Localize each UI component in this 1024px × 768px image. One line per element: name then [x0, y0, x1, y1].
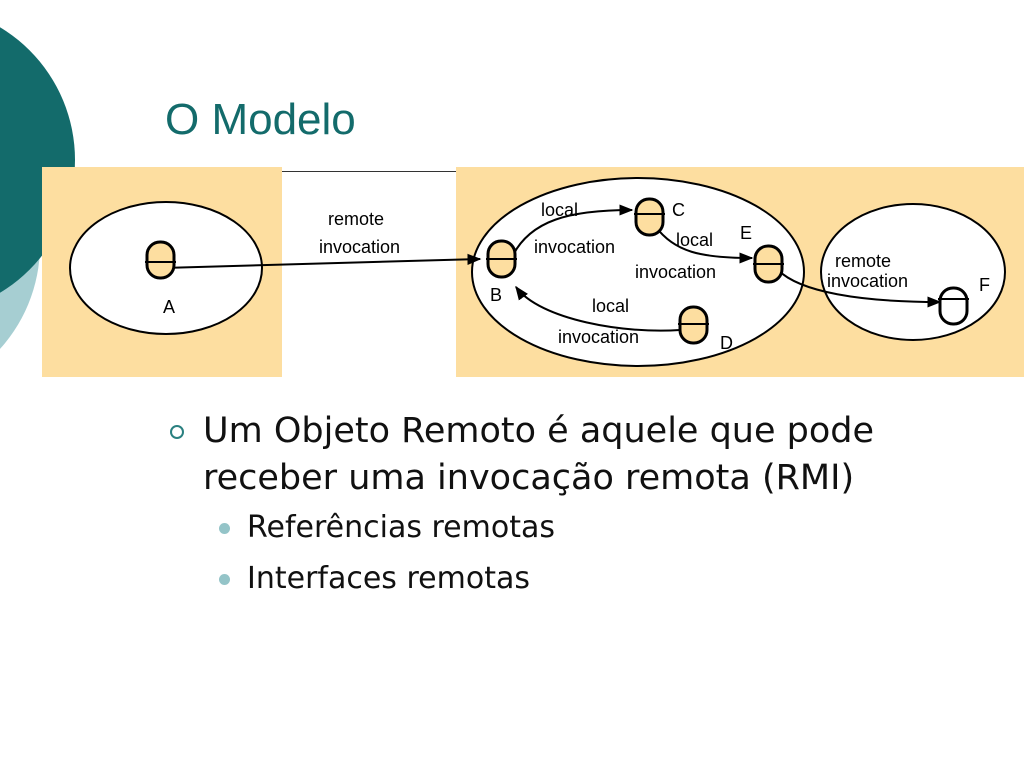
label-db-invocation: invocation: [558, 327, 639, 347]
object-label-e: E: [740, 223, 752, 243]
slide-title: O Modelo: [165, 95, 356, 144]
title-underline: [282, 171, 456, 172]
object-label-a: A: [163, 297, 175, 317]
object-label-c: C: [672, 200, 685, 220]
object-d: [678, 305, 709, 345]
object-c: [634, 197, 665, 237]
arrow-e-to-f: [777, 269, 942, 308]
bullet-sub-1: Referências remotas: [217, 502, 1000, 553]
arrow-c-to-e: [654, 225, 754, 264]
bullet-sub-2: Interfaces remotas: [217, 553, 1000, 604]
object-f: [938, 286, 969, 326]
arrow-d-to-b: [515, 285, 681, 332]
arrow-b-to-c: [511, 204, 634, 258]
dot-bullet-icon: [219, 574, 230, 585]
bullet-list: Um Objeto Remoto é aquele que pode receb…: [170, 408, 1000, 604]
label-ce-invocation: invocation: [635, 262, 716, 282]
bullet-sub-2-text: Interfaces remotas: [247, 561, 530, 596]
object-a: [145, 240, 176, 280]
dot-bullet-icon: [219, 523, 230, 534]
object-b: [486, 239, 517, 279]
label-ab-remote: remote: [328, 209, 384, 229]
arrow-a-to-b: [162, 253, 482, 269]
object-e: [753, 244, 784, 284]
bullet-sub-1-text: Referências remotas: [247, 510, 555, 545]
label-ef-remote: remote: [835, 251, 891, 271]
bullet-main-text: Um Objeto Remoto é aquele que pode receb…: [203, 411, 875, 498]
object-label-d: D: [720, 333, 733, 353]
object-label-f: F: [979, 275, 990, 295]
label-ab-invocation: invocation: [319, 237, 400, 257]
label-bc-local: local: [541, 200, 578, 220]
label-bc-invocation: invocation: [534, 237, 615, 257]
label-ef-invocation: invocation: [827, 271, 908, 291]
bullet-main: Um Objeto Remoto é aquele que pode receb…: [170, 408, 1000, 502]
label-db-local: local: [592, 296, 629, 316]
label-ce-local: local: [676, 230, 713, 250]
object-group-bcde: [471, 177, 805, 367]
object-label-b: B: [490, 285, 502, 305]
hollow-circle-bullet-icon: [170, 425, 184, 439]
rmi-diagram: A B C D E F remote invocation local invo…: [42, 167, 1024, 377]
